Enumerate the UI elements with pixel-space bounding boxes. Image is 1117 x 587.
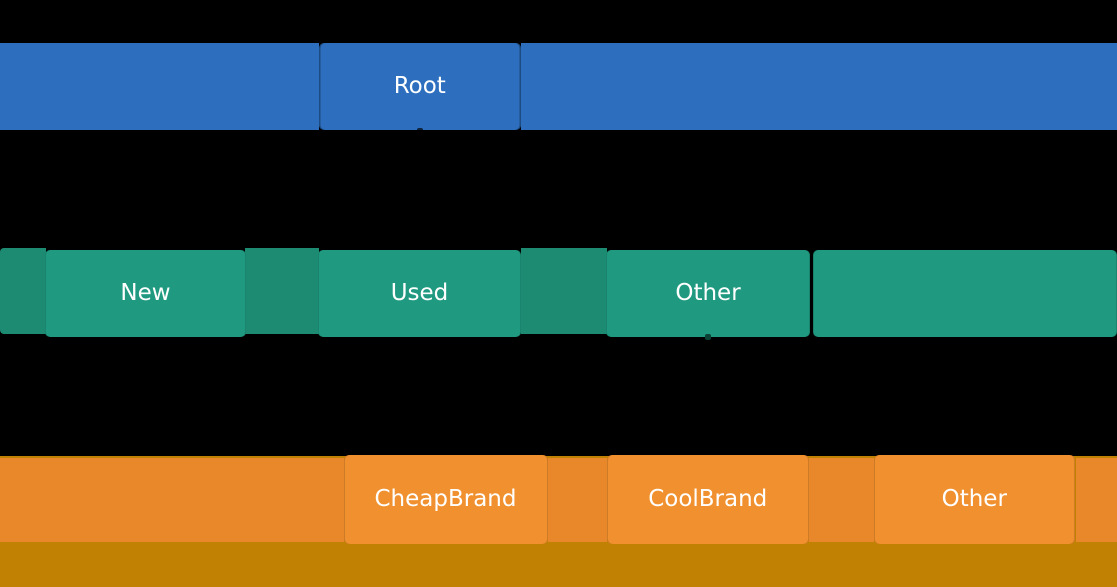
node-other-level3[interactable]: Other (873, 455, 1075, 544)
node-cheapbrand-label: CheapBrand (374, 486, 517, 512)
node-new-label: New (120, 280, 171, 306)
level3-filler-segment (0, 458, 344, 542)
node-coolbrand-label: CoolBrand (648, 486, 768, 512)
node-other-level2-label: Other (675, 280, 741, 306)
node-coolbrand[interactable]: CoolBrand (607, 455, 809, 544)
node-unlabeled-level2[interactable] (812, 250, 1117, 337)
level3-filler-segment (808, 458, 874, 542)
level1-bar-left-segment (0, 43, 319, 130)
node-root-label: Root (393, 73, 446, 99)
node-used-label: Used (390, 280, 449, 306)
node-root[interactable]: Root (319, 43, 521, 132)
level2-filler-segment (0, 248, 46, 334)
node-new[interactable]: New (45, 250, 246, 337)
level2-filler-segment (520, 248, 607, 334)
other-connector-notch (705, 334, 711, 340)
level1-bar-right-segment (520, 43, 1117, 130)
root-connector-notch (416, 128, 423, 132)
node-other-level3-label: Other (941, 486, 1007, 512)
level3-filler-segment (1075, 458, 1117, 542)
level2-filler-segment (245, 248, 319, 334)
node-used[interactable]: Used (318, 250, 521, 337)
node-cheapbrand[interactable]: CheapBrand (343, 455, 548, 544)
level3-filler-segment (547, 458, 607, 542)
node-other-level2[interactable]: Other (606, 250, 810, 340)
